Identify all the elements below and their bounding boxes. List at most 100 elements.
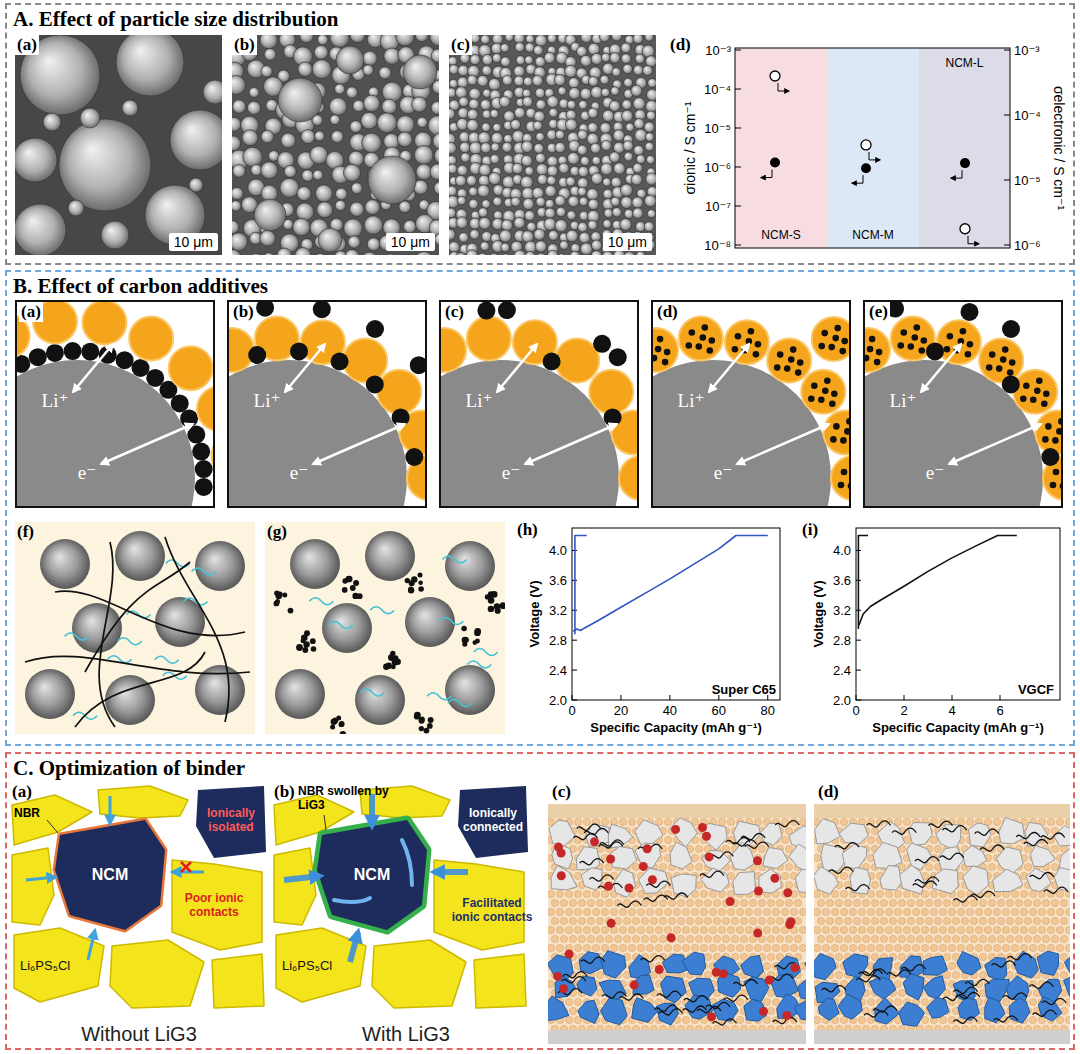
carbon-black [409, 580, 415, 586]
binder-layer [55, 820, 165, 930]
electrolyte-particle [556, 890, 563, 897]
binder-strand [664, 893, 688, 899]
ncm-particle [623, 141, 633, 151]
electrolyte-particle [695, 899, 702, 906]
ncm-particle [368, 156, 416, 204]
electrolyte-particle [823, 410, 851, 454]
ncm-particle [602, 251, 614, 255]
carbon-particle [1042, 436, 1049, 443]
electrolyte-particle [129, 317, 173, 361]
ncm-particle [591, 173, 603, 185]
axis-tick [572, 700, 577, 701]
electrolyte-particle [754, 908, 761, 915]
binder-schematic [12, 786, 266, 1008]
electron-path-arrow [101, 424, 193, 464]
electrolyte-particle [646, 908, 653, 915]
ncm-particle [261, 66, 273, 78]
ncm-particle [611, 197, 620, 206]
ncm-particle [559, 163, 570, 174]
ncm-particle [602, 110, 614, 122]
electrolyte-particle [776, 935, 783, 942]
ncm-particle [535, 241, 547, 253]
ncm-particle [412, 97, 427, 112]
binder-strand [474, 649, 498, 656]
anode-particle [661, 976, 687, 1003]
ncm-particle [405, 597, 455, 647]
ncm-particle [521, 155, 532, 166]
ncm-particle [577, 130, 587, 140]
electrolyte-particle [592, 926, 599, 933]
electrolyte-particle [605, 899, 612, 906]
electrolyte-particle [736, 926, 743, 933]
electrolyte-particle [749, 899, 756, 906]
ncm-particle [533, 121, 542, 130]
ncm-particle [537, 174, 547, 184]
ncm-particle [635, 54, 645, 64]
ncm-particle [612, 207, 622, 217]
ncm-particle [591, 251, 602, 256]
ncm-particle [555, 130, 564, 139]
ncm-particle [601, 53, 610, 62]
ncm-particle [298, 62, 313, 77]
electron-path-arrow [313, 424, 405, 464]
ncm-particle [600, 163, 612, 175]
carbon-black [414, 712, 421, 719]
binder-strand [741, 834, 765, 840]
electrolyte-particle [727, 872, 734, 879]
ncm-particle [556, 207, 566, 217]
electrolyte-particle [583, 926, 590, 933]
electrolyte-particle [682, 944, 689, 951]
ncm-particle [449, 109, 455, 120]
ncm-particle [466, 175, 476, 185]
electrolyte-particle [637, 908, 644, 915]
axis-tick [735, 167, 741, 168]
electrolyte-particle [727, 908, 734, 915]
ncm-particle [433, 133, 439, 150]
electrolyte-particle [831, 456, 851, 500]
ncm-particle [549, 108, 558, 117]
carbon-black [274, 601, 280, 607]
ncm-particle [647, 209, 656, 218]
interface-schematic [15, 300, 215, 508]
carbon-particle [788, 356, 795, 363]
ncm-particle [555, 142, 566, 153]
electrolyte-particle [641, 899, 648, 906]
plot-frame [856, 528, 1060, 700]
electrolyte-particle [745, 926, 752, 933]
ncm-particle [232, 201, 241, 212]
carbon-particle [405, 448, 423, 466]
ncm-particle [249, 87, 259, 97]
carbon-black [357, 593, 363, 599]
carbon-black [418, 586, 424, 592]
active-material-particle [227, 360, 407, 508]
carbon-particle [839, 348, 846, 355]
carbon-black [419, 726, 424, 731]
axis-pointer [761, 170, 772, 178]
ncm-particle [335, 188, 347, 200]
sem-background [449, 35, 656, 255]
electrolyte-particle [637, 944, 644, 951]
carbon-particle [961, 303, 979, 321]
carbon-particle [1052, 437, 1059, 444]
electrolyte-particle [1047, 818, 1054, 825]
current-collector [548, 804, 806, 818]
ncm-particle [469, 142, 482, 155]
ncm-particle [631, 174, 642, 185]
ncm-particle [170, 110, 222, 170]
carbon-particle [662, 359, 669, 366]
electrolyte-particle [614, 935, 621, 942]
binder-strand [617, 901, 641, 907]
ncm-particle [501, 243, 510, 252]
electrolyte-particle [548, 926, 555, 933]
ncm-particle [435, 233, 439, 245]
electrolyte-particle [767, 917, 774, 924]
electrolyte-particle [781, 872, 788, 879]
solvent-residue [783, 888, 792, 897]
ncm-particle [490, 109, 499, 118]
electrolyte-particle [651, 328, 678, 372]
binder-strand [657, 991, 681, 997]
carbon-black [419, 716, 424, 721]
ncm-particle [68, 200, 84, 216]
cathode-particle [795, 870, 806, 893]
ncm-particle [482, 231, 492, 241]
